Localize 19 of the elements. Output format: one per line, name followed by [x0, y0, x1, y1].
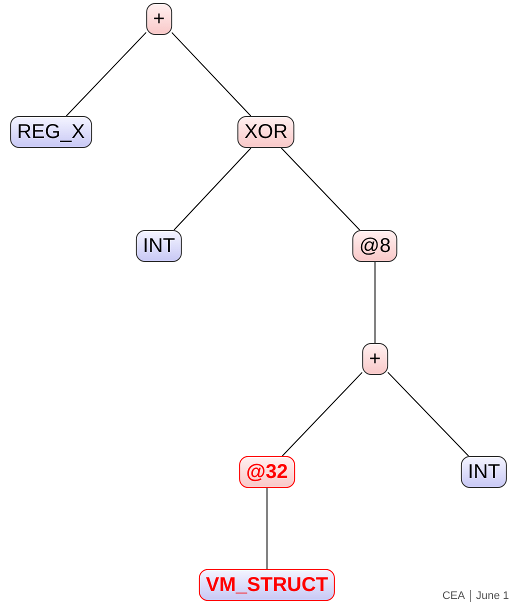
connector-line: [266, 488, 268, 570]
connector-line: [374, 262, 376, 344]
connector-line: [280, 148, 360, 230]
footer-text: CEA: [442, 589, 465, 602]
footer-date: June 1: [476, 589, 509, 602]
operator-node: @8: [352, 230, 398, 262]
leaf-node: INT: [136, 230, 182, 262]
leaf-node: REG_X: [10, 116, 92, 148]
operator-node: XOR: [237, 116, 295, 148]
connector-line: [171, 32, 252, 116]
connector-line: [66, 32, 147, 116]
operator-node: @32: [239, 456, 295, 488]
operator-node: +: [146, 3, 172, 35]
connector-line: [174, 148, 252, 230]
connector-line: [282, 372, 363, 456]
leaf-node: INT: [460, 456, 508, 488]
leaf-node: VM_STRUCT: [198, 569, 336, 601]
operator-node: +: [362, 343, 388, 375]
connector-line: [387, 372, 470, 456]
